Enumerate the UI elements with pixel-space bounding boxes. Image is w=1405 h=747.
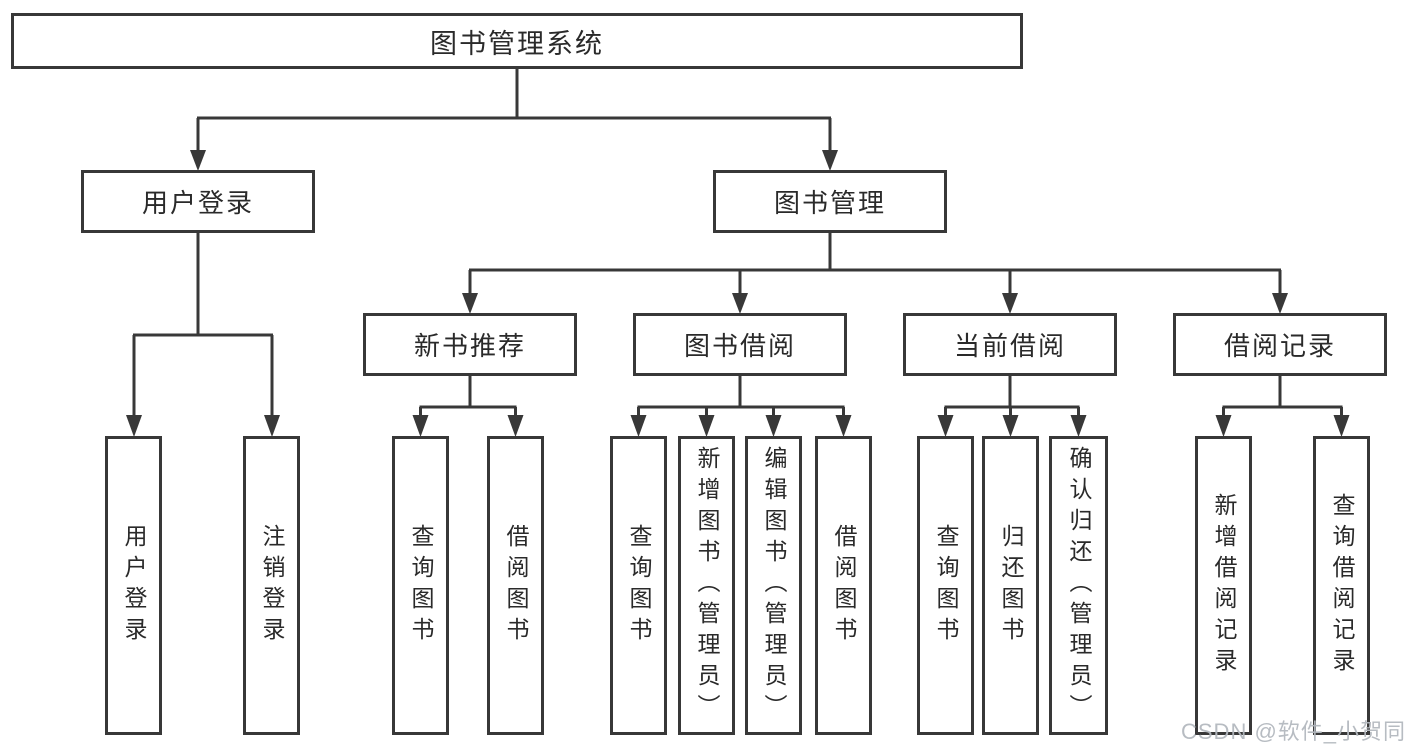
connector-bookmgmt-level3 [468,233,1282,295]
node-new-book-recommend: 新书推荐 [363,313,577,376]
node-borrow-records: 借阅记录 [1173,313,1387,376]
leaf-query-books-current: 查询图书 [917,436,974,735]
leaf-user-login: 用户登录 [105,436,162,735]
arrowheads [126,150,1350,437]
node-current-borrow: 当前借阅 [903,313,1117,376]
connector-borrow-leaves [637,376,845,417]
connector-userlogin-leaves [132,233,274,416]
node-user-login: 用户登录 [81,170,315,233]
node-root: 图书管理系统 [11,13,1023,69]
leaf-return-books: 归还图书 [982,436,1039,735]
leaf-confirm-return-admin: 确认归还（管理员） [1049,436,1108,735]
leaf-add-borrow-record: 新增借阅记录 [1195,436,1252,735]
leaf-edit-books-admin: 编辑图书（管理员） [745,436,802,735]
leaf-query-books-borrow: 查询图书 [610,436,667,735]
node-book-borrow: 图书借阅 [633,313,847,376]
connector-recommend-leaves [419,376,517,417]
leaf-logout-login: 注销登录 [243,436,300,735]
connector-root-level2 [196,68,832,152]
node-book-management: 图书管理 [713,170,947,233]
connector-current-leaves [944,376,1080,417]
leaf-query-books-recommend: 查询图书 [392,436,449,735]
leaf-borrow-books: 借阅图书 [815,436,872,735]
leaf-add-books-admin: 新增图书（管理员） [678,436,735,735]
csdn-watermark: CSDN @软件_小贺同学 [1181,719,1405,744]
leaf-borrow-books-recommend: 借阅图书 [487,436,544,735]
leaf-query-borrow-record: 查询借阅记录 [1313,436,1370,735]
connector-records-leaves [1222,376,1343,417]
